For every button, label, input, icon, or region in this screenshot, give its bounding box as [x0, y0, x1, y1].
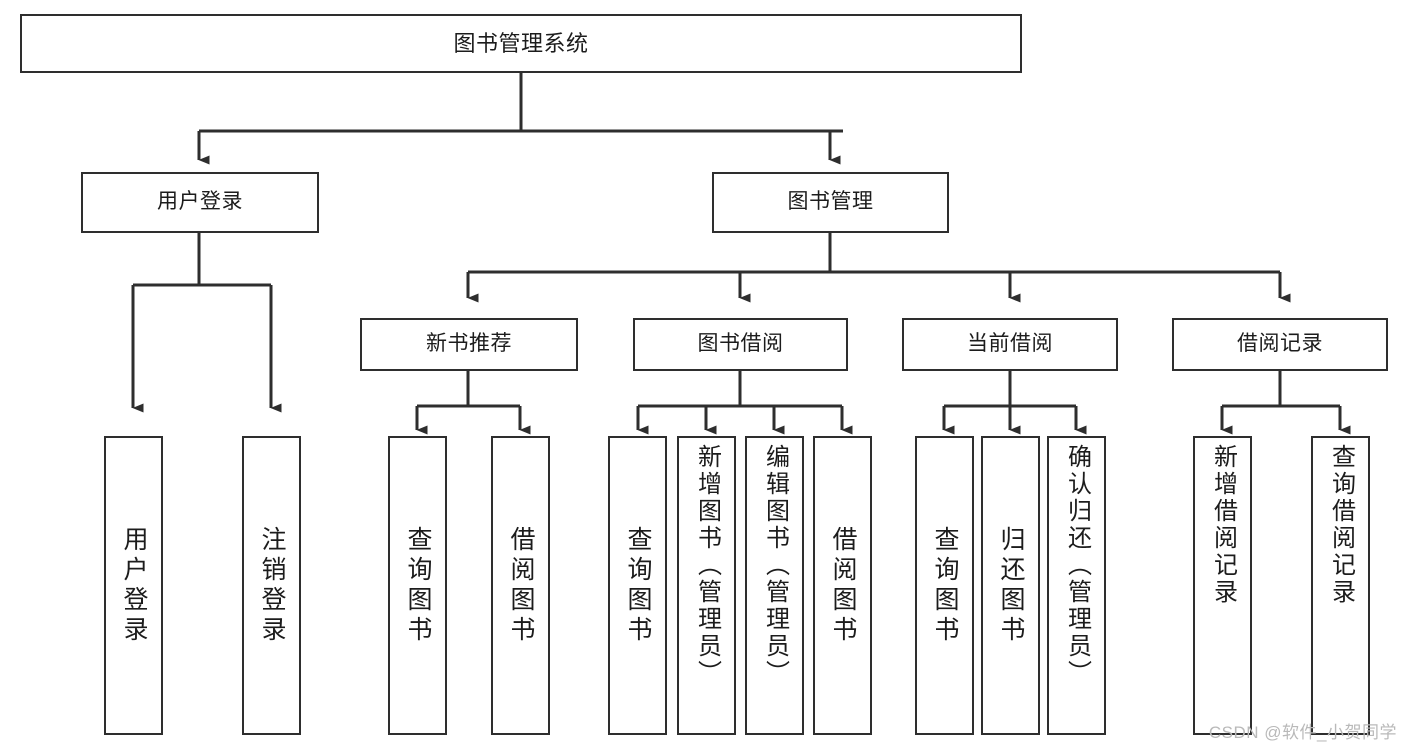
- node-leaf-return-book[interactable]: 归还图书: [981, 436, 1040, 735]
- node-borrow-record[interactable]: 借阅记录: [1172, 318, 1388, 371]
- node-label: 新书推荐: [426, 332, 512, 356]
- node-label: 查询图书: [624, 525, 652, 646]
- node-label: 图书管理系统: [453, 30, 589, 56]
- node-leaf-query-book-borrow[interactable]: 查询图书: [608, 436, 667, 735]
- node-label: 确认归还（管理员）: [1063, 444, 1091, 687]
- node-label: 借阅记录: [1237, 332, 1323, 356]
- node-label: 查询借阅记录: [1327, 444, 1355, 606]
- node-leaf-borrow-book[interactable]: 借阅图书: [813, 436, 872, 735]
- watermark-text: CSDN @软件_小贺同学: [1208, 723, 1397, 742]
- node-label: 借阅图书: [507, 525, 535, 646]
- node-leaf-query-borrow-record[interactable]: 查询借阅记录: [1311, 436, 1370, 735]
- node-book-management[interactable]: 图书管理: [712, 172, 949, 233]
- node-label: 归还图书: [997, 525, 1025, 646]
- node-label: 用户登录: [157, 190, 243, 214]
- node-label: 借阅图书: [829, 525, 857, 646]
- node-book-borrow[interactable]: 图书借阅: [633, 318, 848, 371]
- node-label: 注销登录: [258, 525, 286, 646]
- node-leaf-borrow-book-recommend[interactable]: 借阅图书: [491, 436, 550, 735]
- node-label: 用户登录: [120, 525, 148, 646]
- node-label: 图书管理: [787, 190, 874, 214]
- node-label: 图书借阅: [697, 332, 784, 356]
- node-label: 新增图书（管理员）: [693, 444, 721, 687]
- node-leaf-query-book-current[interactable]: 查询图书: [915, 436, 974, 735]
- node-label: 当前借阅: [967, 332, 1053, 356]
- node-label: 编辑图书（管理员）: [761, 444, 789, 687]
- node-leaf-edit-book-admin[interactable]: 编辑图书（管理员）: [745, 436, 804, 735]
- node-user-login[interactable]: 用户登录: [81, 172, 319, 233]
- node-label: 查询图书: [931, 525, 959, 646]
- node-new-book-recommend[interactable]: 新书推荐: [360, 318, 578, 371]
- node-current-borrow[interactable]: 当前借阅: [902, 318, 1118, 371]
- node-leaf-query-book-recommend[interactable]: 查询图书: [388, 436, 447, 735]
- node-root-system[interactable]: 图书管理系统: [20, 14, 1022, 73]
- node-leaf-add-borrow-record[interactable]: 新增借阅记录: [1193, 436, 1252, 735]
- node-leaf-user-login[interactable]: 用户登录: [104, 436, 163, 735]
- node-leaf-user-logout[interactable]: 注销登录: [242, 436, 301, 735]
- node-label: 新增借阅记录: [1209, 444, 1237, 606]
- node-leaf-confirm-return-admin[interactable]: 确认归还（管理员）: [1047, 436, 1106, 735]
- node-label: 查询图书: [404, 525, 432, 646]
- node-leaf-add-book-admin[interactable]: 新增图书（管理员）: [677, 436, 736, 735]
